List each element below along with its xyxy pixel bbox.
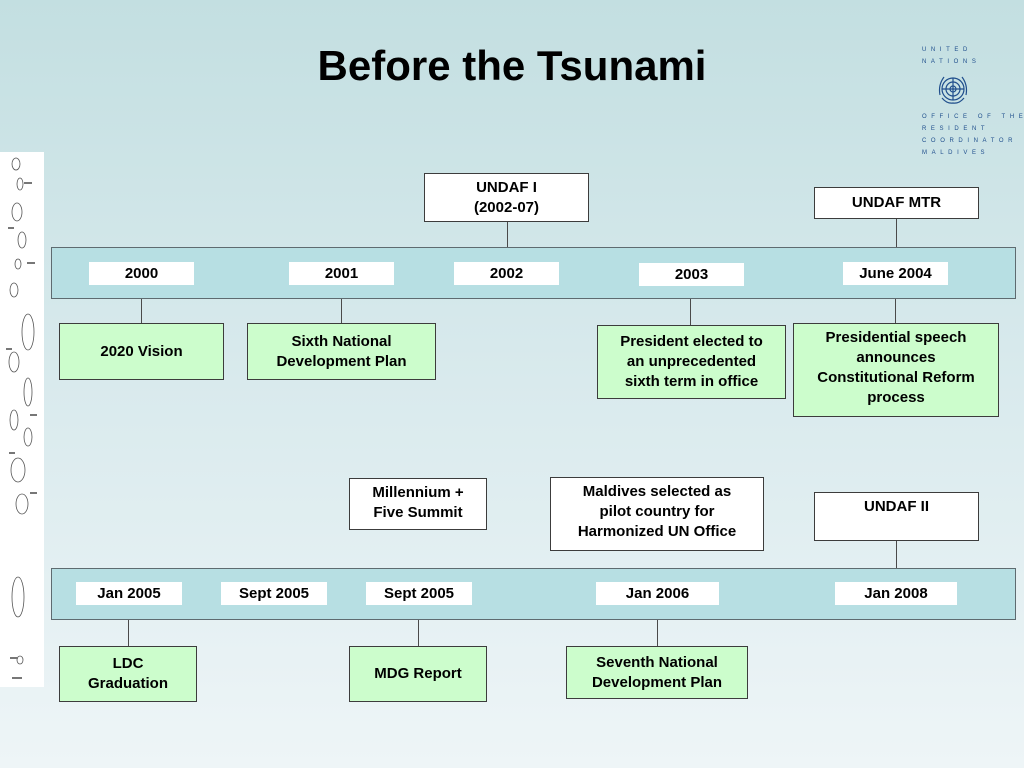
event-mdg-report: MDG Report	[349, 646, 487, 702]
event-seventh-ndp: Seventh National Development Plan	[566, 646, 748, 699]
maldives-map	[0, 152, 44, 687]
date-label-sept-2005-a: Sept 2005	[221, 582, 327, 605]
year-label-2003: 2003	[639, 263, 744, 286]
event-sixth-ndp: Sixth National Development Plan	[247, 323, 436, 380]
connector	[128, 620, 129, 646]
year-label-june-2004: June 2004	[843, 262, 948, 285]
undaf-i-box: UNDAF I (2002-07)	[424, 173, 589, 222]
logo-line: RESIDENT	[922, 126, 990, 132]
connector	[895, 299, 896, 323]
year-label-2002: 2002	[454, 262, 559, 285]
date-label-sept-2005-b: Sept 2005	[366, 582, 472, 605]
atoll-map-icon	[6, 157, 37, 679]
undaf-ii-box: UNDAF II	[814, 492, 979, 541]
connector	[507, 222, 508, 247]
connector	[896, 219, 897, 247]
logo-line: NATIONS	[922, 59, 981, 65]
logo-line: COORDINATOR	[922, 138, 1018, 144]
connector	[896, 541, 897, 568]
event-presidential-speech: Presidential speech announces Constituti…	[793, 323, 999, 417]
un-logo: UNITED NATIONS OFFICE OF THE RESIDENT CO…	[922, 44, 1024, 159]
year-label-2001: 2001	[289, 262, 394, 285]
event-president-elected: President elected to an unprecedented si…	[597, 325, 786, 399]
connector	[141, 299, 142, 323]
event-millennium-summit: Millennium + Five Summit	[349, 478, 487, 530]
logo-line: OFFICE OF THE	[922, 114, 1024, 120]
connector	[418, 620, 419, 646]
logo-line: MALDIVES	[922, 150, 990, 156]
connector	[657, 620, 658, 646]
event-2020-vision: 2020 Vision	[59, 323, 224, 380]
year-label-2000: 2000	[89, 262, 194, 285]
date-label-jan-2008: Jan 2008	[835, 582, 957, 605]
connector	[690, 299, 691, 325]
event-harmonized-un-office: Maldives selected as pilot country for H…	[550, 477, 764, 551]
un-emblem-icon	[938, 76, 968, 104]
date-label-jan-2006: Jan 2006	[596, 582, 719, 605]
event-ldc-graduation: LDC Graduation	[59, 646, 197, 702]
page-title: Before the Tsunami	[317, 42, 707, 89]
connector	[341, 299, 342, 323]
date-label-jan-2005: Jan 2005	[76, 582, 182, 605]
logo-line: UNITED	[922, 47, 972, 53]
undaf-mtr-box: UNDAF MTR	[814, 187, 979, 219]
